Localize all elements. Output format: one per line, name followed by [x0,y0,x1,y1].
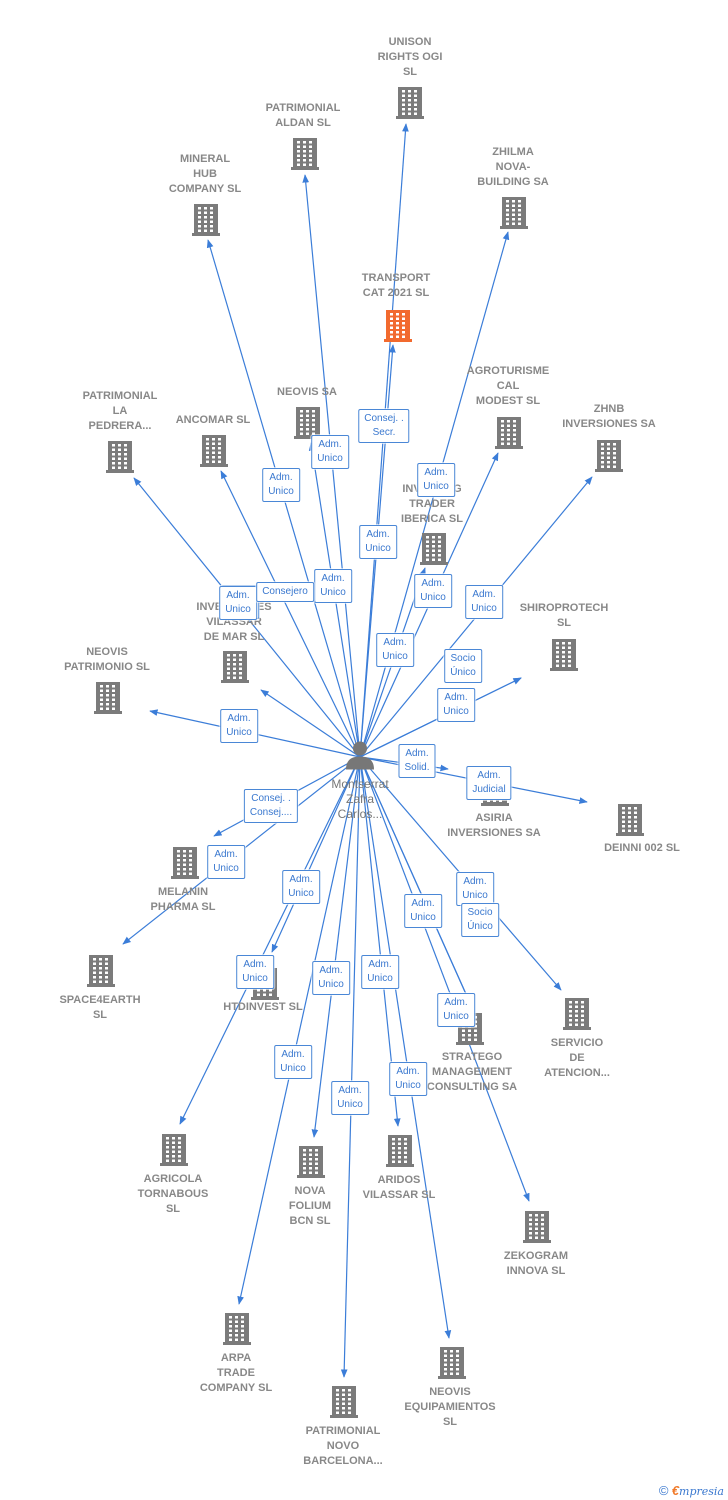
role-label-zhnb[interactable]: Adm. Unico [465,585,503,619]
edge-arpa-27 [237,756,361,1305]
building-icon[interactable] [159,1132,189,1166]
role-label-unison[interactable]: Adm. Unico [311,435,349,469]
role-label-zekogram[interactable]: Adm. Unico [404,894,442,928]
role-label-transport[interactable]: Consej. . Secr. [358,409,410,443]
building-icon[interactable] [594,438,624,472]
role-label-trader[interactable]: Adm. Unico [359,525,397,559]
role-label-shiroprotech[interactable]: Socio Único [444,649,482,683]
role-label-novafolium[interactable]: Adm. Unico [312,961,350,995]
company-label-melanin[interactable]: MELANIN PHARMA SL [150,886,216,913]
building-icon[interactable] [191,202,221,236]
company-label-arpa[interactable]: ARPA TRADE COMPANY SL [199,1352,273,1394]
role-label-zhilma[interactable]: Adm. Unico [417,463,455,497]
role-label-agricola[interactable]: Adm. Unico [236,955,274,989]
role-label-melanin[interactable]: Consej. . Consej.... [243,789,299,823]
building-icon[interactable] [494,415,524,449]
company-label-zekogram[interactable]: ZEKOGRAM INNOVA SL [503,1250,569,1277]
building-icon[interactable] [549,637,579,671]
brand-e-logo: € [671,1483,680,1498]
role-label-neovis[interactable]: Adm. Unico [314,569,352,603]
company-label-htdinvest[interactable]: HTDINVEST SL [223,1001,303,1013]
edge-novobarcelona-29 [340,756,361,1378]
company-label-space4earth[interactable]: SPACE4EARTH SL [59,994,141,1021]
building-icon[interactable] [86,953,116,987]
company-label-mineral[interactable]: MINERAL HUB COMPANY SL [168,153,242,195]
building-icon[interactable] [437,1345,467,1379]
role-label-aridos[interactable]: Adm. Unico [361,955,399,989]
person-icon[interactable] [344,739,376,776]
building-icon[interactable] [615,802,645,836]
role-label-pedrera[interactable]: Adm. Unico [219,586,257,620]
building-icon[interactable] [499,195,529,229]
role-label-equipamientos[interactable]: Adm. Unico [389,1062,427,1096]
company-label-novafolium[interactable]: NOVA FOLIUM BCN SL [288,1185,332,1227]
edge-novafolium-24 [311,756,361,1138]
role-label-deinni[interactable]: Adm. Judicial [466,766,512,800]
company-label-stratego[interactable]: STRATEGO MANAGEMENT CONSULTING SA [426,1051,518,1093]
company-label-aldan[interactable]: PATRIMONIAL ALDAN SL [265,102,341,129]
company-label-servicio[interactable]: SERVICIO DE ATENCION... [544,1037,610,1079]
footer-brand: © €mpresia [659,1483,724,1498]
company-label-neovispat[interactable]: NEOVIS PATRIMONIO SL [64,646,150,673]
building-icon[interactable] [293,405,323,439]
company-label-agricola[interactable]: AGRICOLA TORNABOUS SL [137,1173,209,1215]
role-label-arpa[interactable]: Adm. Unico [274,1045,312,1079]
role-label-asiria[interactable]: Adm. Solid. [398,744,436,778]
role-label-agroturisme[interactable]: Adm. Unico [414,574,452,608]
role-label-vilassar[interactable]: Adm. Unico [376,633,414,667]
company-label-equipamientos[interactable]: NEOVIS EQUIPAMIENTOS SL [404,1386,496,1428]
company-label-ancomar[interactable]: ANCOMAR SL [175,414,251,426]
company-label-shiroprotech[interactable]: SHIROPROTECH SL [519,602,609,629]
edge-agricola-23 [179,756,361,1125]
role-label-stratego[interactable]: Adm. Unico [437,993,475,1027]
role-label-htdinvest[interactable]: Adm. Unico [282,870,320,904]
company-label-neovis[interactable]: NEOVIS SA [277,386,337,398]
building-icon[interactable] [199,433,229,467]
building-icon[interactable] [93,680,123,714]
role-label-servicio[interactable]: Adm. Unico [456,872,494,906]
building-icon[interactable] [522,1209,552,1243]
company-label-trader[interactable]: INVESTING TRADER IBERICA SL [401,483,463,525]
company-label-zhilma[interactable]: ZHILMA NOVA- BUILDING SA [477,146,549,188]
edge-vilassar-11 [260,689,361,758]
edge-ancomar-8 [220,470,361,758]
role-label-ancomar[interactable]: Consejero [256,582,314,602]
role-label-novobarcelona[interactable]: Adm. Unico [331,1081,369,1115]
company-label-asiria[interactable]: ASIRIA INVERSIONES SA [447,812,541,839]
company-label-pedrera[interactable]: PATRIMONIAL LA PEDRERA... [82,390,158,432]
brand-name: mpresia [679,1485,724,1498]
company-label-deinni[interactable]: DEINNI 002 SL [604,842,680,854]
copyright-symbol: © [658,1483,669,1498]
building-icon[interactable] [395,85,425,119]
building-icon[interactable] [222,1311,252,1345]
company-label-aridos[interactable]: ARIDOS VILASSAR SL [362,1174,436,1201]
role-label-stratego[interactable]: Socio Único [461,903,499,937]
building-icon[interactable] [296,1144,326,1178]
company-label-zhnb[interactable]: ZHNB INVERSIONES SA [562,403,656,430]
role-label-space4earth[interactable]: Adm. Unico [207,845,245,879]
company-label-transport[interactable]: TRANSPORT CAT 2021 SL [361,272,431,299]
company-label-novobarcelona[interactable]: PATRIMONIAL NOVO BARCELONA... [303,1425,383,1467]
company-label-agroturisme[interactable]: AGROTURISME CAL MODEST SL [466,365,550,407]
center-person-label: Montserrat Zafra Carlos... [331,777,389,821]
building-icon[interactable] [290,136,320,170]
edge-stratego-22 [359,756,471,1004]
building-icon[interactable] [383,308,413,342]
role-label-neovispat[interactable]: Adm. Unico [220,709,258,743]
building-icon[interactable] [385,1133,415,1167]
building-icon[interactable] [170,845,200,879]
edge-htdinvest-19 [271,756,361,953]
building-icon[interactable] [329,1384,359,1418]
role-label-shiroprotech[interactable]: Adm. Unico [437,688,475,722]
company-label-unison[interactable]: UNISON RIGHTS OGI SL [377,36,443,78]
edge-zekogram-26 [359,756,530,1202]
building-icon[interactable] [105,439,135,473]
role-label-aldan[interactable]: Adm. Unico [262,468,300,502]
building-icon[interactable] [562,996,592,1030]
edge-equipamientos-28 [359,756,452,1339]
building-icon[interactable] [419,531,449,565]
building-icon[interactable] [220,649,250,683]
